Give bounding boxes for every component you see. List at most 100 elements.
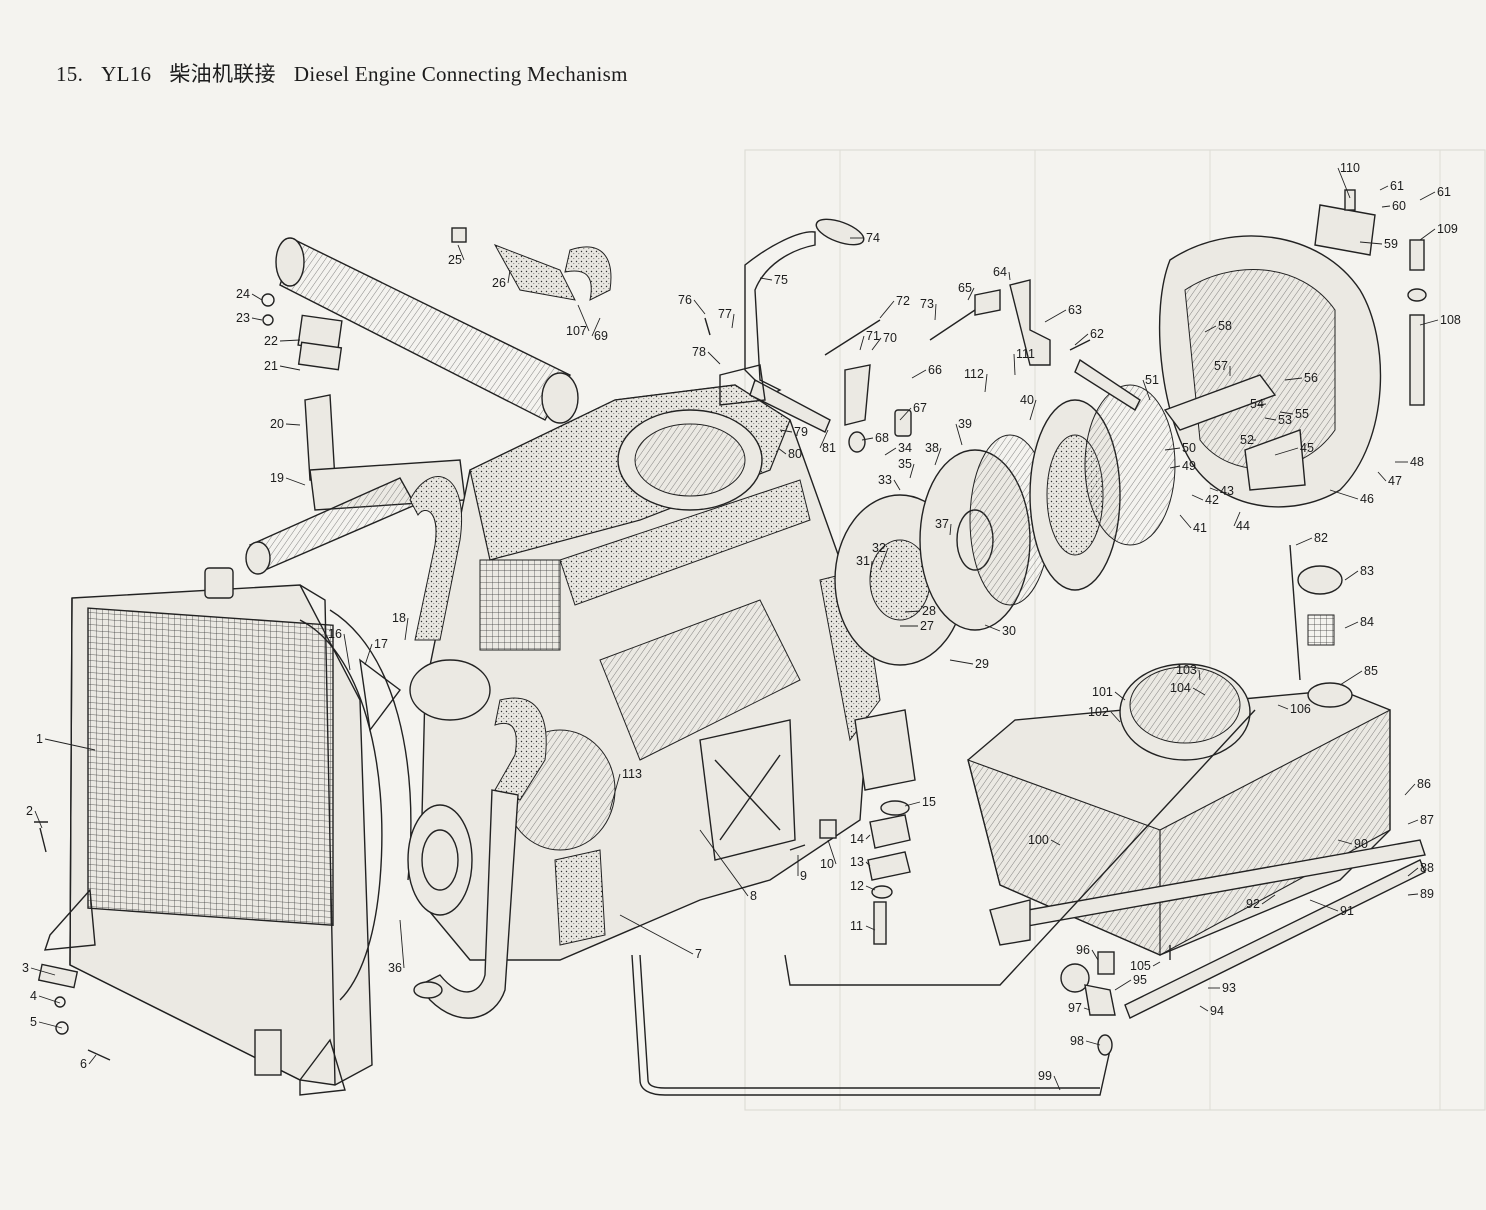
callout-number: 22 (264, 334, 278, 348)
callout-83: 83 (1344, 564, 1374, 581)
callout-number: 86 (1417, 777, 1431, 791)
callout-103: 103 (1176, 663, 1201, 681)
callout-number: 44 (1236, 519, 1250, 533)
leader-line (1169, 465, 1181, 469)
callout-number: 37 (935, 517, 949, 531)
callout-72: 72 (879, 294, 910, 319)
leader-line (819, 429, 829, 449)
callout-84: 84 (1344, 615, 1374, 629)
leader-line (1008, 271, 1011, 281)
callout-number: 42 (1205, 493, 1219, 507)
callout-90: 90 (1337, 837, 1368, 851)
callout-61: 61 (1379, 179, 1404, 193)
leader-line (404, 617, 409, 641)
callout-number: 26 (492, 276, 506, 290)
callout-number: 96 (1076, 943, 1090, 957)
leader-line (1114, 979, 1132, 991)
callout-number: 59 (1384, 237, 1398, 251)
callout-23: 23 (236, 311, 263, 325)
callout-31: 31 (856, 554, 873, 581)
callout-number: 10 (820, 857, 834, 871)
callout-94: 94 (1199, 1004, 1224, 1018)
leader-line (1359, 241, 1383, 245)
callout-number: 113 (622, 767, 642, 781)
leader-line (457, 244, 465, 261)
leader-line (577, 304, 590, 332)
callout-number: 49 (1182, 459, 1196, 473)
leader-line (984, 373, 988, 393)
leader-line (984, 624, 1001, 632)
callout-106: 106 (1277, 702, 1311, 716)
callout-11: 11 (850, 919, 876, 933)
leader-line (285, 423, 301, 426)
callout-109: 109 (1419, 222, 1458, 241)
callout-number: 65 (958, 281, 972, 295)
callout-number: 54 (1250, 397, 1264, 411)
leader-line (1083, 1007, 1091, 1011)
clutch-linkage (704, 218, 1091, 453)
callout-number: 55 (1295, 407, 1309, 421)
callout-number: 79 (794, 425, 808, 439)
callout-26: 26 (492, 269, 511, 290)
leader-line (251, 293, 263, 301)
leader-line (1074, 333, 1089, 346)
leader-line (1274, 447, 1299, 456)
leader-line (34, 810, 43, 829)
callout-52: 52 (1240, 433, 1256, 447)
callout-number: 67 (913, 401, 927, 415)
leader-line (1114, 691, 1126, 701)
callout-107: 107 (566, 304, 590, 338)
callout-110: 110 (1337, 161, 1360, 199)
leader-line (1152, 961, 1161, 967)
leader-line (1407, 867, 1419, 877)
leader-line (1198, 669, 1201, 681)
leader-line (1337, 167, 1351, 199)
callout-8: 8 (699, 829, 757, 903)
callout-number: 51 (1145, 373, 1159, 387)
callout-number: 57 (1214, 359, 1228, 373)
callout-63: 63 (1044, 303, 1082, 323)
callout-40: 40 (1020, 393, 1037, 421)
leader-line (879, 547, 889, 571)
leader-line (1407, 893, 1419, 896)
leader-line (1295, 537, 1313, 546)
leader-line (707, 351, 721, 365)
leader-line (1029, 399, 1037, 421)
leader-line (1179, 514, 1192, 529)
bell-housing (1074, 189, 1427, 508)
callout-22: 22 (264, 334, 301, 348)
callout-number: 64 (993, 265, 1007, 279)
callout-76: 76 (678, 293, 706, 315)
leader-line (1377, 471, 1387, 482)
callout-35: 35 (898, 457, 915, 479)
callout-number: 74 (866, 231, 880, 245)
callout-73: 73 (920, 297, 937, 321)
callout-number: 31 (856, 554, 870, 568)
callout-70: 70 (871, 331, 897, 351)
leader-line (1404, 783, 1416, 796)
callout-number: 58 (1218, 319, 1232, 333)
leader-line (859, 335, 865, 351)
leader-line (779, 429, 793, 433)
callout-43: 43 (1209, 484, 1234, 498)
title-number: 15. (56, 62, 84, 86)
callout-number: 104 (1170, 681, 1191, 695)
callout-4: 4 (30, 989, 61, 1004)
callout-15: 15 (904, 795, 936, 809)
callout-101: 101 (1092, 685, 1126, 701)
callout-59: 59 (1359, 237, 1398, 251)
callout-61: 61 (1419, 185, 1451, 201)
callout-85: 85 (1339, 664, 1378, 686)
callout-number: 11 (850, 919, 863, 933)
callout-number: 40 (1020, 393, 1034, 407)
callout-number: 66 (928, 363, 942, 377)
callout-49: 49 (1169, 459, 1196, 473)
callout-number: 20 (270, 417, 284, 431)
callout-number: 48 (1410, 455, 1424, 469)
fan-shroud (299, 609, 412, 1001)
callout-46: 46 (1329, 489, 1374, 506)
callout-33: 33 (878, 473, 901, 491)
